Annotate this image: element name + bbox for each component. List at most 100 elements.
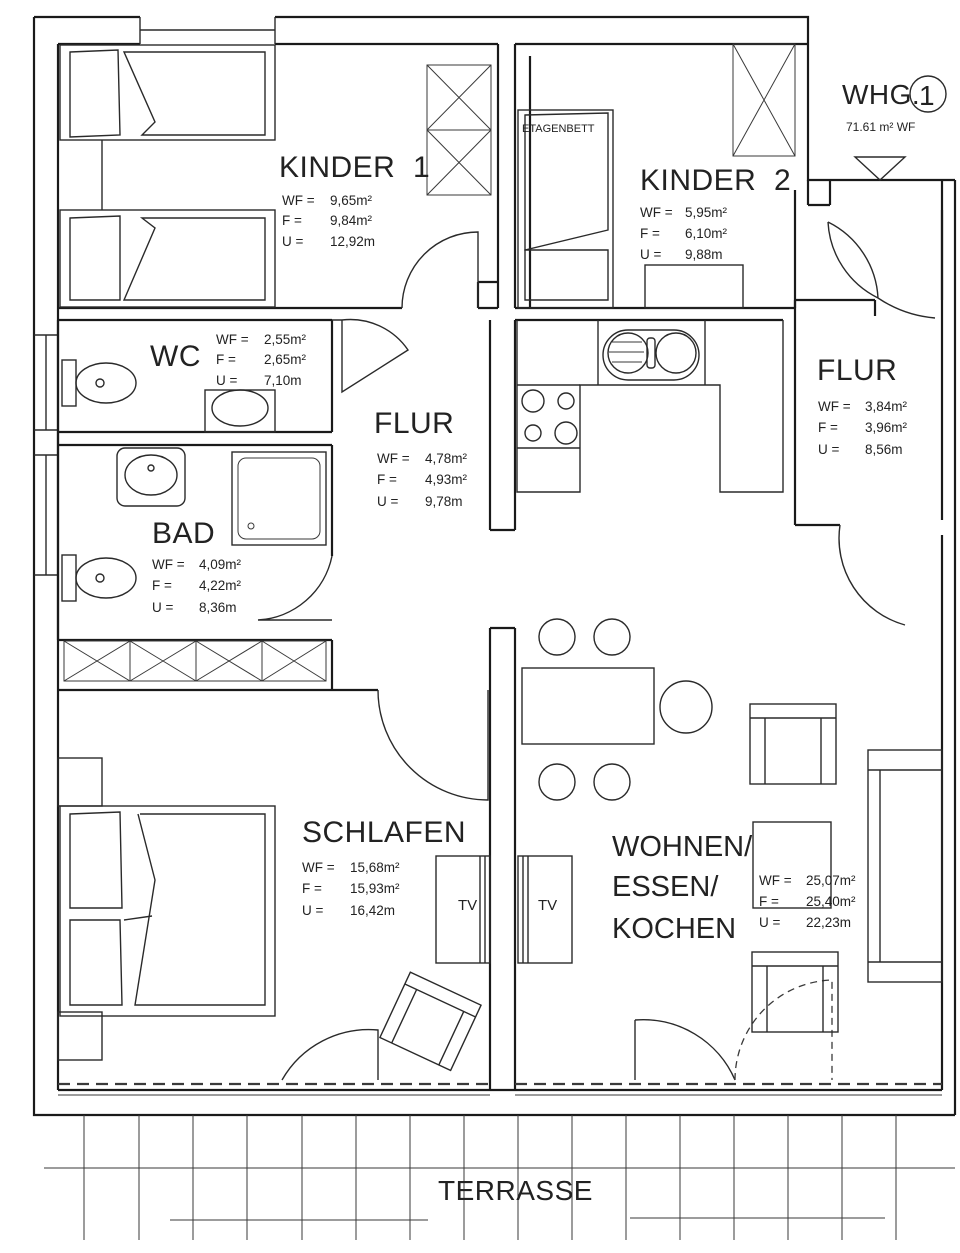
room-kinder1-label: KINDER 1 WF = 9,65m² F = 9,84m² U = 12,9… [279,151,430,249]
coffee-table [752,821,832,909]
door-entry [827,221,936,319]
stove [521,389,578,445]
bed [59,209,276,308]
schlafen-furniture: TV [57,640,491,1072]
room-kinder2-label: ETAGENBETT KINDER 2 WF = 5,95m² F = 6,10… [522,123,791,262]
wardrobe [63,640,327,682]
stat-u-value: 8,36m [199,600,237,615]
room-schlafen-label: SCHLAFEN WF = 15,68m² F = 15,93m² U = 16… [302,816,466,918]
dining-table [521,667,655,745]
stat-wf-value: 5,95m² [685,205,728,220]
chair [538,763,576,801]
stat-wf-label: WF = [302,860,335,875]
chair [538,618,576,656]
bad-furniture [61,447,327,602]
stat-wf-value: 3,84m² [865,399,908,414]
room-name: KINDER 2 [640,164,791,197]
stat-wf-label: WF = [640,205,673,220]
stat-f-label: F = [640,226,660,241]
stat-wf-value: 2,55m² [264,332,307,347]
chair [593,763,631,801]
stat-u-label: U = [152,600,174,615]
stat-u-value: 7,10m [264,373,302,388]
tv-label: TV [538,897,557,914]
stat-u-value: 9,78m [425,494,463,509]
stat-f-value: 3,96m² [865,420,908,435]
door-terrace-wohnen-2 [734,979,833,1081]
terrace-facade [58,1082,942,1096]
doors [257,156,936,1081]
room-name: FLUR [817,354,897,387]
stat-wf-value: 25,07m² [806,873,856,888]
room-flur-entry-label: FLUR WF = 3,84m² F = 3,96m² U = 8,56m [817,354,908,457]
stat-wf-value: 9,65m² [330,193,373,208]
stat-f-value: 2,65m² [264,352,307,367]
room-name: WC [150,340,201,373]
stat-f-value: 4,22m² [199,578,242,593]
kitchen [516,320,784,493]
tv-cabinet: TV [517,855,573,964]
stat-wf-label: WF = [216,332,249,347]
desk [644,264,744,309]
armchair [378,971,482,1072]
stat-u-label: U = [818,442,840,457]
dining-set [521,618,713,801]
wardrobe [732,43,796,157]
door-schlafen [377,689,489,801]
room-wc-label: WC WF = 2,55m² F = 2,65m² U = 7,10m [150,332,307,388]
door-flur-wohnen [838,524,906,626]
kinder2-furniture [517,43,796,309]
living-furniture: TV [517,703,943,1033]
stat-u-value: 8,56m [865,442,903,457]
entry-arrow-icon [853,156,907,181]
stat-wf-value: 15,68m² [350,860,400,875]
bunk-bed [517,109,614,309]
wc-furniture [61,359,276,433]
nightstand [57,757,103,807]
stat-wf-value: 4,78m² [425,451,468,466]
stat-f-label: F = [377,472,397,487]
unit-label: WHG. 1 71.61 m² WF [842,75,947,134]
bed [59,44,276,141]
stat-f-label: F = [818,420,838,435]
room-name-line: WOHNEN/ [612,831,753,863]
stat-f-label: F = [302,881,322,896]
door-terrace-schlafen [281,1028,379,1081]
unit-number-circle [909,75,947,113]
stat-f-label: F = [282,213,302,228]
room-name-line: ESSEN/ [612,871,719,903]
toilet-icon [75,557,137,599]
stat-wf-label: WF = [152,557,185,572]
stat-u-value: 16,42m [350,903,395,918]
toilet-icon [75,362,137,404]
stat-wf-value: 4,09m² [199,557,242,572]
chair [593,618,631,656]
room-wohnen-label: WOHNEN/ ESSEN/ KOCHEN WF = 25,07m² F = 2… [612,831,856,945]
door-bad [257,555,333,621]
room-name: KINDER 1 [279,151,430,184]
toilet-tank [61,359,77,407]
stat-f-label: F = [216,352,236,367]
door-kinder1 [401,231,479,309]
stat-u-label: U = [282,234,304,249]
room-flur-center-label: FLUR WF = 4,78m² F = 4,93m² U = 9,78m [374,407,468,509]
unit-number: 1 [919,80,935,111]
nightstand [57,1011,103,1061]
stat-u-value: 12,92m [330,234,375,249]
stat-f-value: 15,93m² [350,881,400,896]
shower [231,451,327,546]
bunk-bed-label: ETAGENBETT [522,123,595,135]
sofa [867,749,943,983]
stat-u-value: 22,23m [806,915,851,930]
stat-wf-label: WF = [282,193,315,208]
sink-kitchen [602,329,700,381]
unit-label-text: WHG. [842,79,920,110]
toilet-tank [61,554,77,602]
stat-f-value: 9,84m² [330,213,373,228]
stat-f-label: F = [152,578,172,593]
stat-wf-label: WF = [377,451,410,466]
stat-u-label: U = [302,903,324,918]
stat-u-label: U = [216,373,238,388]
unit-area: 71.61 m² WF [846,120,915,134]
